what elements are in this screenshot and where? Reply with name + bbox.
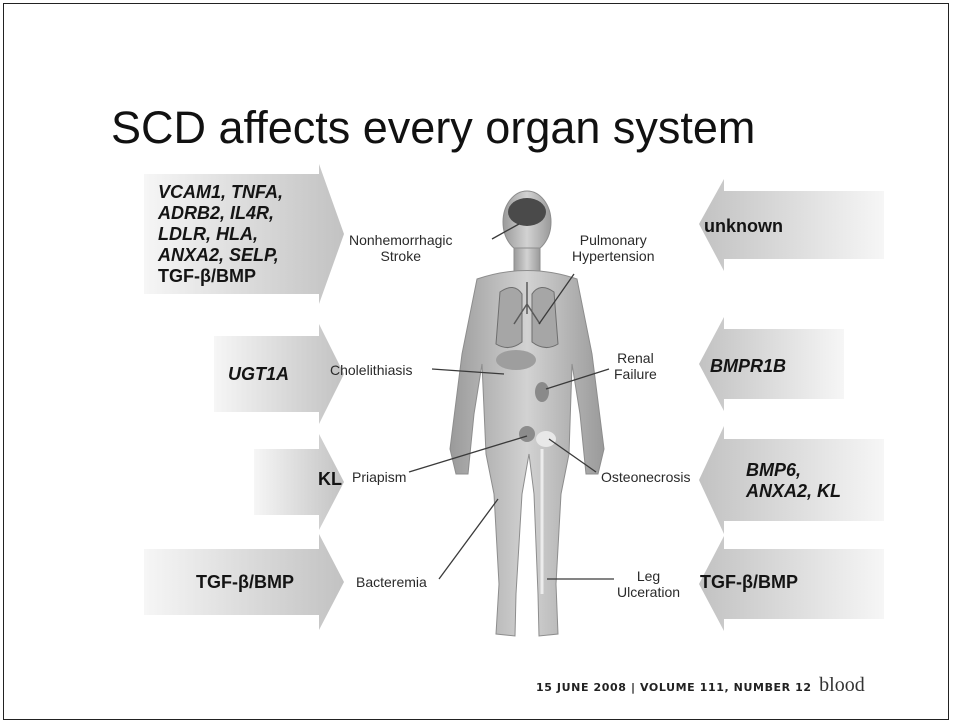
label-line: Pulmonary — [572, 232, 655, 248]
label-line: Stroke — [349, 248, 453, 264]
label-line: Hypertension — [572, 248, 655, 264]
left-arrow-2-text: UGT1A — [228, 364, 289, 385]
label-leg: Leg Ulceration — [617, 568, 680, 600]
organ-diagram: VCAM1, TNFA, ADRB2, IL4R, LDLR, HLA, ANX… — [144, 164, 884, 649]
brain — [508, 198, 546, 226]
label-osteonecrosis: Osteonecrosis — [601, 469, 690, 485]
slide-title: SCD affects every organ system — [111, 102, 755, 154]
arrow-line: TGF-β/BMP — [158, 266, 283, 287]
pelvis — [519, 426, 535, 442]
arrow-line: VCAM1, TNFA, — [158, 182, 283, 203]
arrow-line: BMP6, — [746, 460, 841, 481]
liver — [496, 350, 536, 370]
arrow-line: LDLR, HLA, — [158, 224, 283, 245]
journal-name: blood — [819, 674, 865, 696]
citation: 15 JUNE 2008 | VOLUME 111, NUMBER 12 blo… — [536, 674, 865, 697]
line-bacteremia — [439, 499, 498, 579]
label-line: Nonhemorrhagic — [349, 232, 453, 248]
label-priapism: Priapism — [352, 469, 406, 485]
right-arrow-3-text: BMP6, ANXA2, KL — [746, 460, 841, 502]
label-line: Leg — [617, 568, 680, 584]
label-line: Renal — [614, 350, 657, 366]
label-renal: Renal Failure — [614, 350, 657, 382]
right-arrow-2-text: BMPR1B — [710, 356, 786, 377]
left-arrow-4-text: TGF-β/BMP — [196, 572, 294, 593]
label-cholelithiasis: Cholelithiasis — [330, 362, 412, 378]
arrow-line: ANXA2, KL — [746, 481, 841, 502]
label-stroke: Nonhemorrhagic Stroke — [349, 232, 453, 264]
kidney — [535, 382, 549, 402]
slide: SCD affects every organ system — [3, 3, 949, 720]
right-arrow-1-text: unknown — [704, 216, 783, 237]
arrow-line: ADRB2, IL4R, — [158, 203, 283, 224]
hip-joint — [536, 431, 556, 447]
label-line: Failure — [614, 366, 657, 382]
right-arrow-4-text: TGF-β/BMP — [700, 572, 798, 593]
label-line: Ulceration — [617, 584, 680, 600]
citation-text: 15 JUNE 2008 | VOLUME 111, NUMBER 12 — [536, 681, 812, 694]
left-arrow-1-text: VCAM1, TNFA, ADRB2, IL4R, LDLR, HLA, ANX… — [158, 182, 283, 287]
arrow-line: ANXA2, SELP, — [158, 245, 283, 266]
label-bacteremia: Bacteremia — [356, 574, 427, 590]
label-pulmonary: Pulmonary Hypertension — [572, 232, 655, 264]
left-arrow-3-text: KL — [318, 469, 342, 490]
